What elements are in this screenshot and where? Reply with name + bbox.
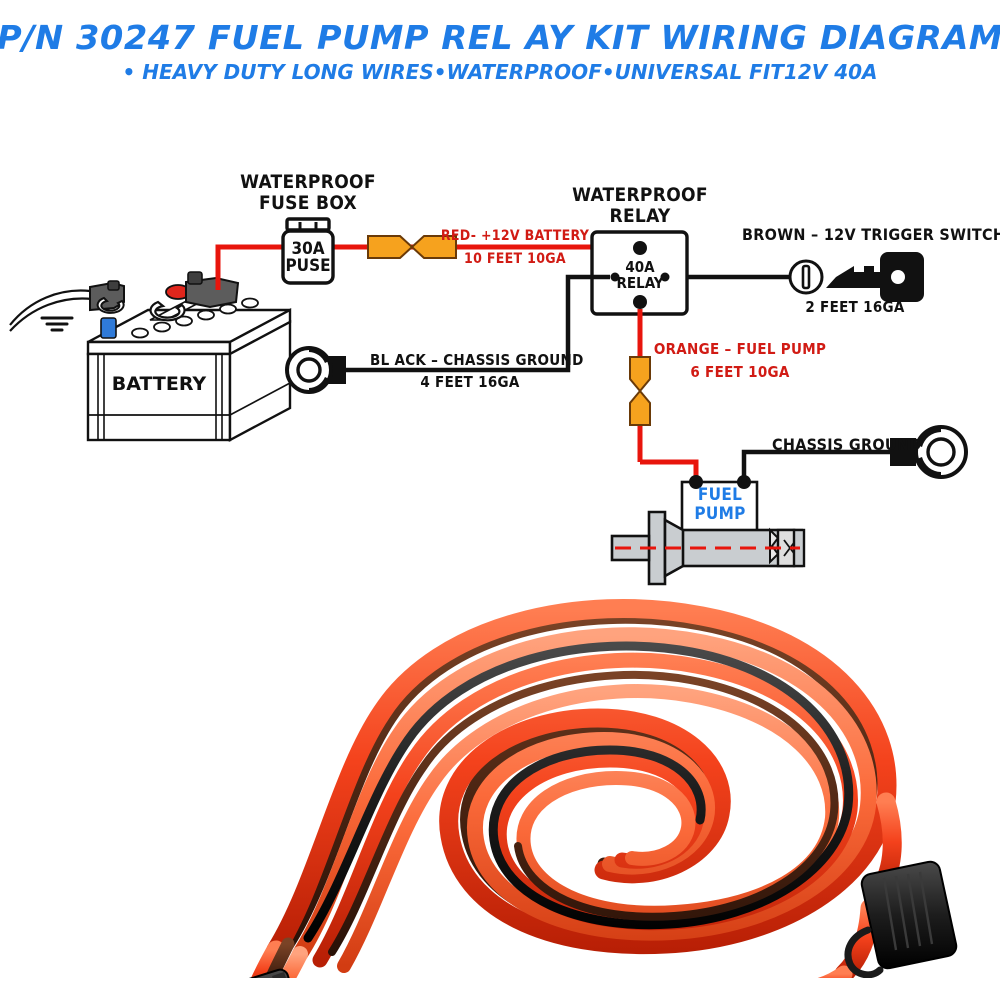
- fuel-pump-terminal-power: [689, 475, 703, 489]
- relay-terminal-ground: [610, 272, 620, 282]
- brown-wire-label: BROWN – 12V TRIGGER SWITCH: [742, 225, 1000, 244]
- fuse-word-label: PUSE: [285, 256, 330, 276]
- orange-fuelpump-wire: [637, 309, 699, 482]
- fuse-rating-label: 30A: [291, 239, 324, 259]
- harness-photo-svg: [213, 599, 958, 1000]
- red-wire-label: RED- +12V BATTERY 10 FEET 10GA: [440, 228, 590, 267]
- relay-terminal-trigger: [660, 272, 670, 282]
- relay-terminal-output: [633, 295, 647, 309]
- fuse-box-title: WATERPROOF FUSE BOX: [240, 171, 376, 214]
- ignition-switch-icon: [788, 259, 824, 295]
- black-ground-wire: [344, 274, 610, 373]
- orange-wire-label: ORANGE – FUEL PUMP 6 FEET 10GA: [653, 340, 827, 381]
- battery-negative-terminal: [89, 280, 125, 314]
- battery-positive-terminal: [149, 271, 240, 322]
- ring-terminal-ground-right-icon: [890, 425, 968, 479]
- ground-symbol-icon: [40, 316, 74, 332]
- header: P/N 30247 FUEL PUMP REL AY KIT WIRING DI…: [0, 0, 1000, 100]
- chassis-ground-label: CHASSIS GROUND: [772, 435, 922, 454]
- relay-title: WATERPROOF RELAY: [572, 184, 708, 227]
- black-wire-label: BL ACK – CHASSIS GROUND 4 FEET 16GA: [370, 351, 584, 391]
- chassis-ground-wire: [741, 449, 890, 482]
- inline-fuse-holder-icon: [844, 860, 958, 979]
- butt-connector-red-icon: [367, 235, 457, 259]
- butt-connector-orange-icon: [629, 356, 651, 426]
- relay-word-label: RELAY: [617, 274, 664, 292]
- battery-label: BATTERY: [112, 373, 207, 395]
- fuel-pump-label: FUEL PUMP: [694, 485, 746, 524]
- brown-wire-length: 2 FEET 16GA: [805, 298, 905, 316]
- page-title: P/N 30247 FUEL PUMP REL AY KIT WIRING DI…: [0, 18, 1000, 57]
- battery-body: [86, 295, 292, 442]
- page-subtitle: • HEAVY DUTY LONG WIRES•WATERPROOF•UNIVE…: [122, 60, 878, 84]
- relay-terminal-power: [633, 241, 647, 255]
- product-photo: [180, 578, 1000, 1000]
- ring-terminal-ground-left-icon: [285, 346, 346, 394]
- key-icon: [826, 252, 924, 302]
- fuel-pump-illustration: [610, 475, 806, 586]
- battery-indicator-icon: [100, 317, 117, 339]
- fuse-box-icon: 30A PUSE: [281, 217, 335, 285]
- battery-illustration: BATTERY: [9, 271, 292, 442]
- relay-rating-label: 40A: [625, 258, 655, 276]
- relay-box-icon: 40A RELAY: [590, 230, 689, 316]
